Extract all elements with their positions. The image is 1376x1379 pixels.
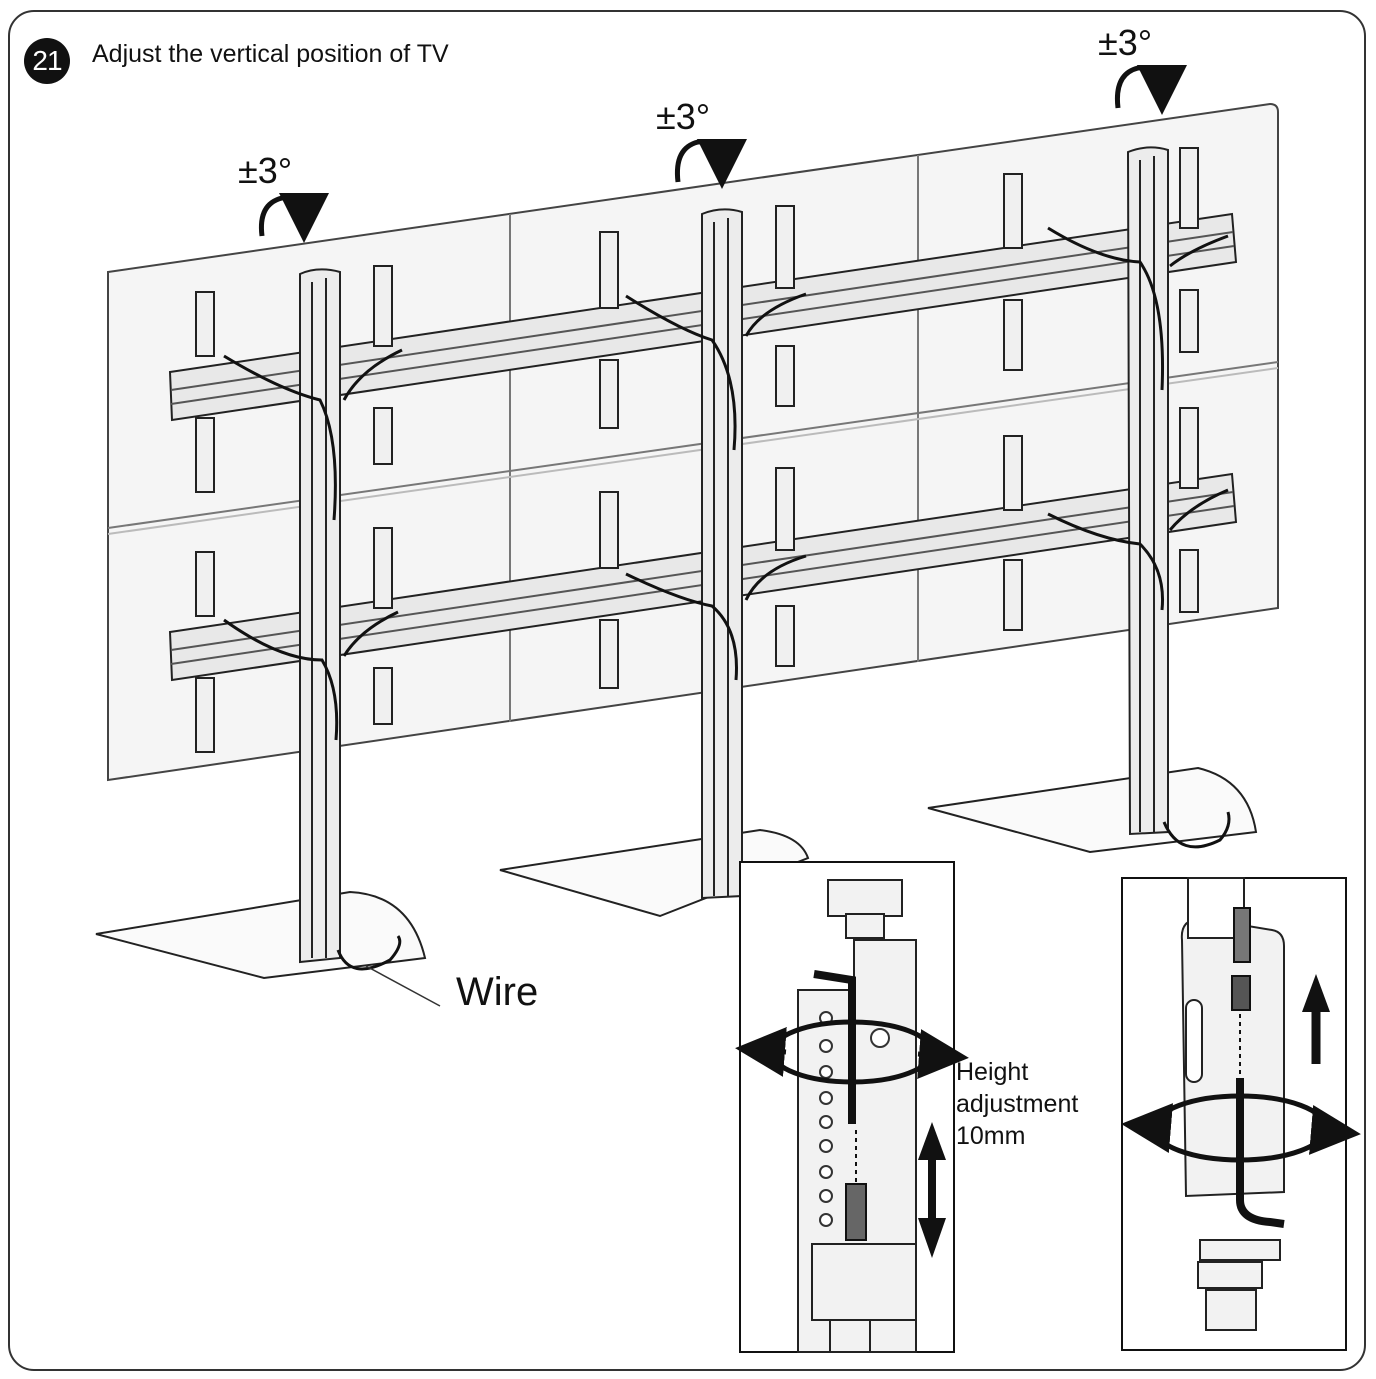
hex-key xyxy=(813,970,856,1124)
floor-bases xyxy=(95,766,1258,980)
screen-brackets xyxy=(195,147,1199,753)
height-label-line2: adjustment xyxy=(956,1090,1079,1118)
adjustment-holes xyxy=(819,1011,890,1227)
detail-inset-height-adjustment xyxy=(735,861,969,1353)
wire-leader-line xyxy=(365,965,441,1007)
detail-inset-bolt-adjustment xyxy=(1121,877,1361,1351)
height-adjustment-label: Height adjustment 10mm xyxy=(956,1056,1078,1152)
height-label-line1: Height xyxy=(956,1058,1029,1086)
hex-key xyxy=(1236,1078,1285,1228)
cables xyxy=(223,226,1231,971)
video-wall xyxy=(107,102,1279,782)
page-frame xyxy=(8,10,1366,1371)
wire-label: Wire xyxy=(456,970,539,1014)
step-number-badge: 21 xyxy=(24,38,70,84)
height-label-line3: 10mm xyxy=(956,1122,1026,1150)
step-title: Adjust the vertical position of TV xyxy=(92,40,449,68)
angle-label-center: ±3° xyxy=(656,96,711,137)
rotate-arrow-icon xyxy=(258,64,1187,243)
angle-label-left: ±3° xyxy=(238,150,293,191)
angle-label-right: ±3° xyxy=(1098,22,1153,63)
